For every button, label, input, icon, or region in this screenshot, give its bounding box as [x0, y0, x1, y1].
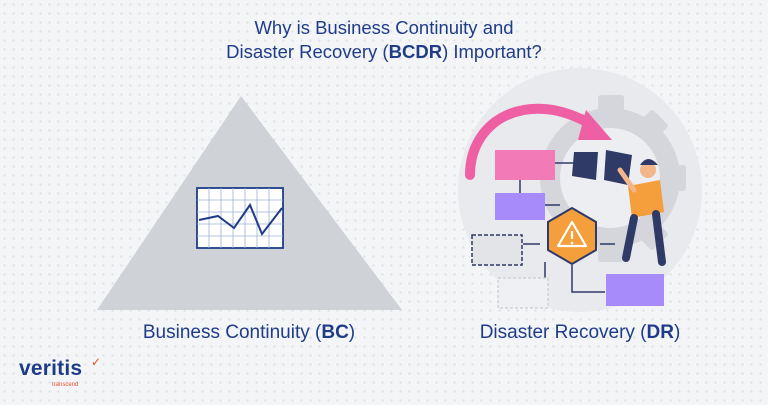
logo-tagline: transcend: [52, 382, 79, 388]
person-figure: [617, 159, 666, 266]
logo-wordmark: veritis: [19, 357, 83, 380]
dr-caption-post: ): [673, 322, 681, 343]
dr-caption: Disaster Recovery (DR): [480, 322, 681, 344]
logo-mark-icon: ✓: [91, 355, 102, 369]
bc-caption-post: ): [348, 322, 356, 343]
title-line-1: Why is Business Continuity and: [254, 17, 514, 38]
dr-caption-pre: Disaster Recovery (: [479, 322, 647, 343]
warning-icon: [547, 206, 597, 266]
document-icon: [471, 150, 664, 309]
bc-caption: Business Continuity (BC): [143, 322, 355, 344]
title-acronym: BCDR: [388, 41, 443, 62]
dr-acronym: DR: [646, 322, 674, 343]
page-title: Why is Business Continuity and Disaster …: [0, 16, 768, 64]
bc-acronym: BC: [321, 322, 349, 343]
title-line-2: Disaster Recovery (BCDR) Important?: [0, 40, 768, 64]
title-line-2-post: ) Important?: [442, 41, 542, 62]
circular-arrow-icon: [465, 103, 612, 180]
line-chart-icon: [196, 187, 284, 249]
title-line-2-pre: Disaster Recovery (: [226, 41, 389, 62]
veritis-logo[interactable]: veritis ✓: [19, 355, 101, 381]
bc-caption-pre: Business Continuity (: [142, 322, 322, 343]
